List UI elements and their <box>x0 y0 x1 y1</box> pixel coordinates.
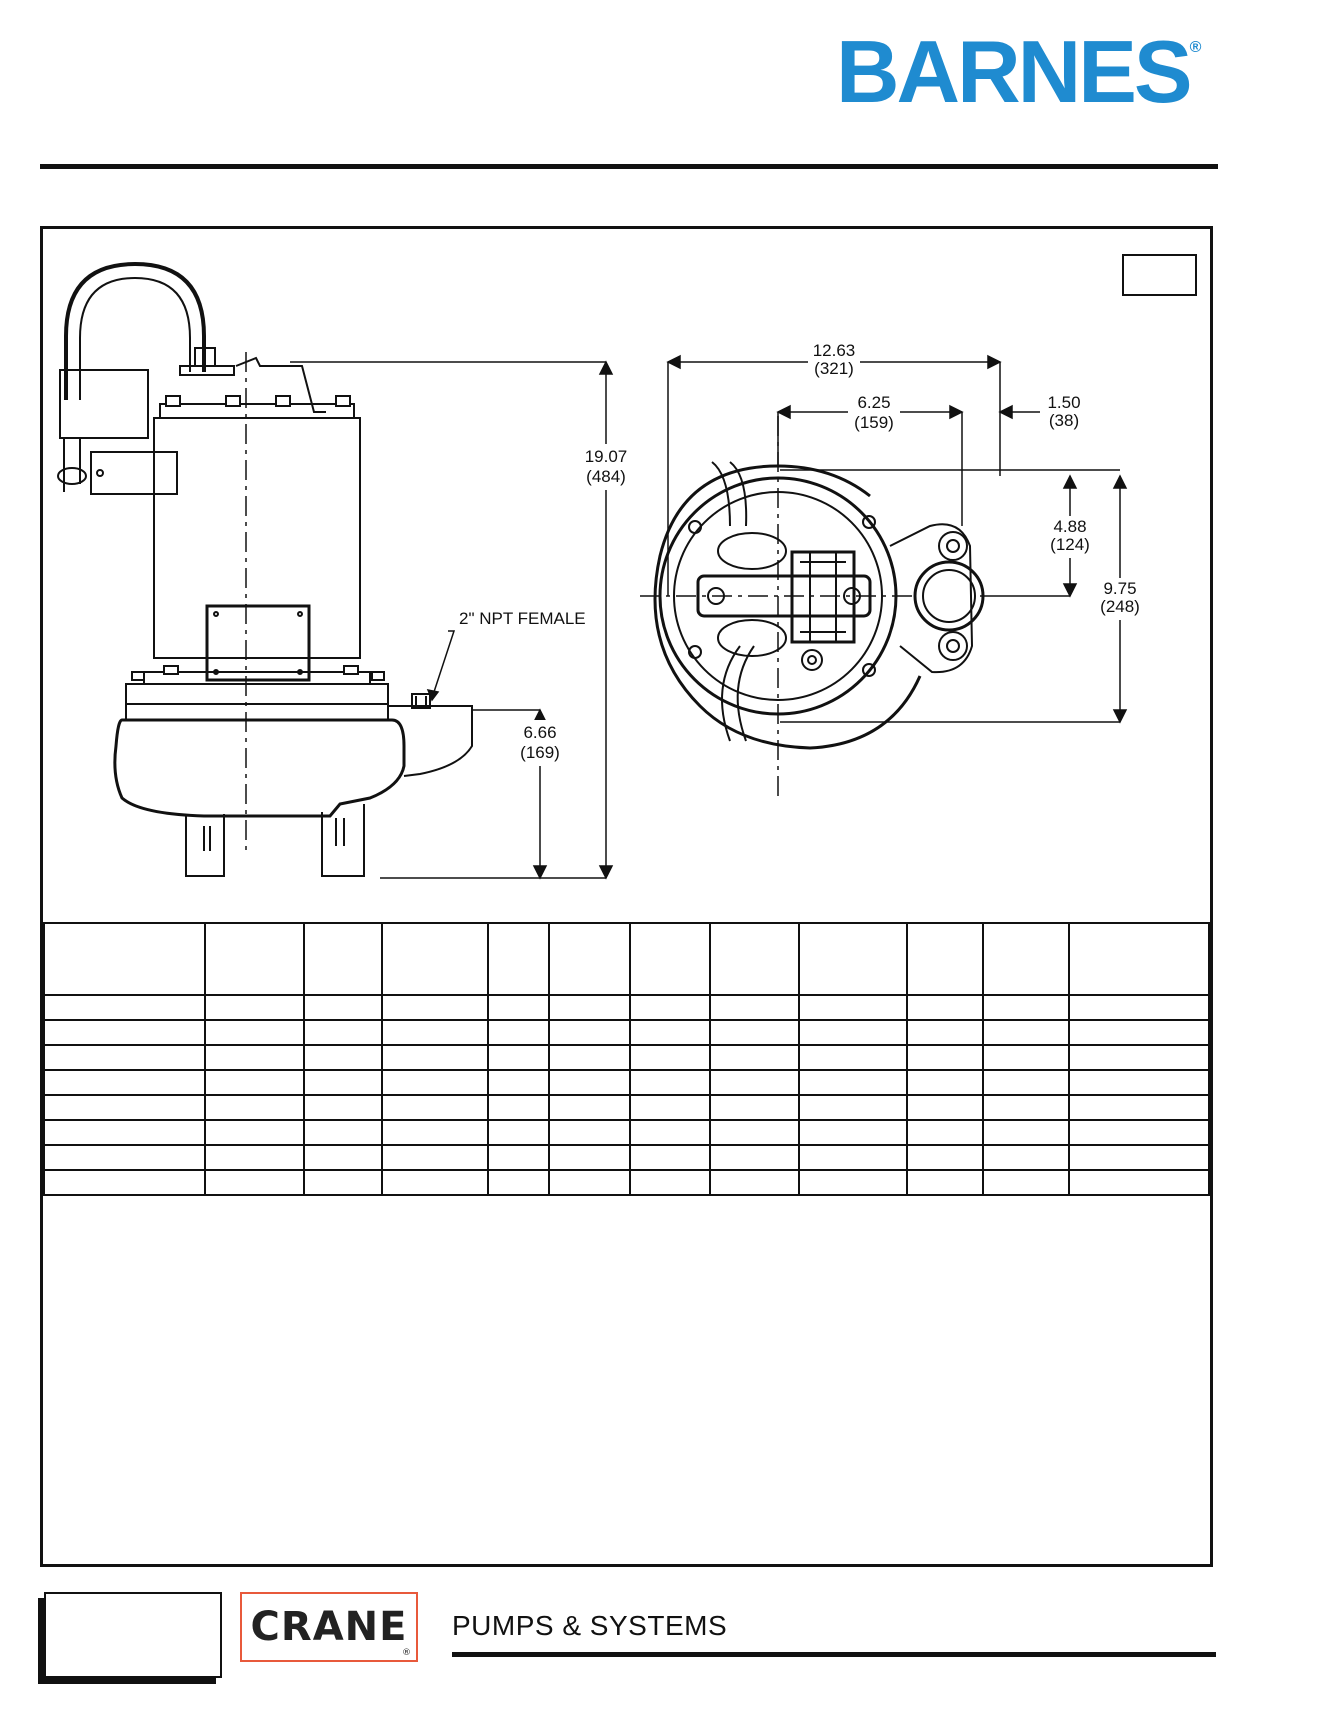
offset-dim: 1.50 <box>1047 393 1080 412</box>
discharge-height-dim-mm: (169) <box>520 743 560 762</box>
barnes-logo: BARNES® <box>836 22 1202 121</box>
table-row <box>43 1094 1210 1121</box>
dimension-labels: 19.07 (484) 2" NPT FEMALE 6.66 (169) 12.… <box>459 341 1147 766</box>
pump-side-view <box>57 261 473 877</box>
dimension-drawing: 19.07 (484) 2" NPT FEMALE 6.66 (169) 12.… <box>57 261 1147 880</box>
footer-tagline: PUMPS & SYSTEMS <box>452 1610 728 1641</box>
spec-table <box>43 922 1210 1196</box>
discharge-height-dim: 6.66 <box>523 723 556 742</box>
pump-top-view <box>640 416 985 796</box>
drawing-frame <box>40 226 1213 1567</box>
spec-table-header <box>43 922 1210 996</box>
dim-lines-side <box>290 360 614 880</box>
width-dim: 12.63 <box>813 341 856 360</box>
center-dim-mm: (159) <box>854 413 894 432</box>
footer-rule <box>452 1652 1216 1657</box>
table-row <box>43 994 1210 1021</box>
table-row <box>43 1144 1210 1171</box>
table-row <box>43 1119 1210 1146</box>
table-row <box>43 1044 1210 1071</box>
crane-logo: CRANE® <box>240 1592 418 1662</box>
half-depth-dim: 4.88 <box>1053 517 1086 536</box>
table-row <box>43 1169 1210 1196</box>
discharge-label: 2" NPT FEMALE <box>459 609 586 628</box>
offset-dim-mm: (38) <box>1049 411 1079 430</box>
height-dim: 19.07 <box>585 447 628 466</box>
depth-dim: 9.75 <box>1103 579 1136 598</box>
table-row <box>43 1069 1210 1096</box>
half-depth-dim-mm: (124) <box>1050 535 1090 554</box>
depth-dim-mm: (248) <box>1100 597 1140 616</box>
dim-lines-top <box>666 354 1128 724</box>
center-dim: 6.25 <box>857 393 890 412</box>
height-dim-mm: (484) <box>586 467 626 486</box>
footer-page-box <box>44 1592 222 1678</box>
header-rule <box>40 164 1218 169</box>
model-tag-box <box>1122 254 1197 296</box>
table-row <box>43 1019 1210 1046</box>
width-dim-mm: (321) <box>814 359 854 378</box>
